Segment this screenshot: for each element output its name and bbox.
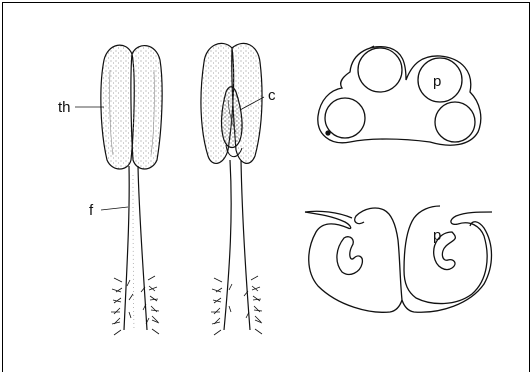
anther-front: [101, 45, 162, 169]
stamen-back-view: [201, 43, 264, 335]
filament-hairs-front: [111, 276, 159, 335]
filament-back: [224, 160, 250, 330]
sac-dot: [326, 131, 330, 135]
label-theca: th: [58, 99, 71, 116]
filament-leader-line: [101, 207, 128, 210]
stamen-front-view: [75, 45, 162, 335]
anther-cross-section-top: [318, 46, 481, 145]
pollen-sac-lower-right: [435, 102, 475, 142]
label-connective: c: [268, 87, 276, 104]
pollen-sac-lower-left: [325, 98, 365, 138]
chamber-left: [337, 237, 362, 275]
anther-cross-section-bottom: [305, 206, 492, 312]
filament-front: [124, 166, 147, 330]
pollen-sac-upper-left: [358, 48, 402, 92]
label-pollen-sac-bottom: p: [433, 227, 441, 244]
label-filament: f: [89, 202, 94, 219]
label-pollen-sac-top: p: [433, 73, 441, 90]
filament-hairs-back: [211, 276, 262, 335]
